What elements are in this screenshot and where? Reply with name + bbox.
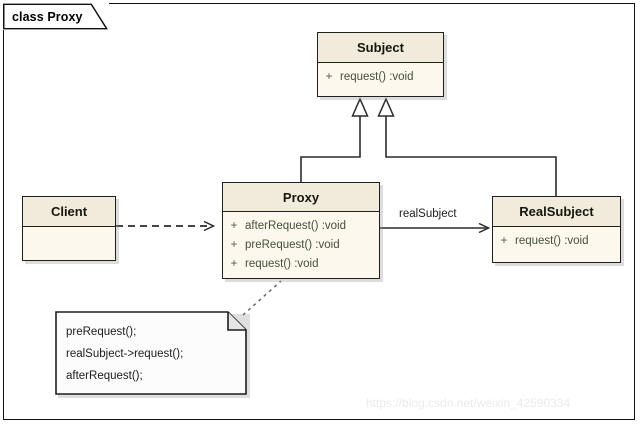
class-box-realsubject[interactable]: RealSubject + request() :void [492, 196, 621, 263]
watermark-text: https://blog.csdn.net/weixin_42590334 [366, 396, 571, 410]
class-members-realsubject: + request() :void [493, 227, 620, 262]
note-shape [55, 311, 247, 395]
member-visibility: + [230, 220, 238, 232]
member-visibility: + [500, 235, 508, 247]
member-signature: request() :void [515, 235, 589, 247]
class-name-realsubject: RealSubject [493, 197, 620, 227]
class-members-proxy: + afterRequest() :void + preRequest() :v… [223, 212, 379, 278]
uml-note[interactable]: preRequest(); realSubject->request(); af… [55, 311, 250, 398]
note-line: realSubject->request(); [66, 348, 184, 360]
note-text: preRequest(); realSubject->request(); af… [55, 311, 247, 395]
class-members-client [23, 227, 115, 260]
member-visibility: + [325, 71, 333, 83]
class-member: + request() :void [318, 68, 443, 87]
class-name-proxy: Proxy [223, 183, 379, 212]
member-visibility: + [230, 258, 238, 270]
class-member: + preRequest() :void [223, 236, 379, 255]
frame-label-tab: class Proxy [3, 3, 109, 30]
class-name-client: Client [23, 197, 115, 227]
note-line: afterRequest(); [66, 370, 143, 382]
frame-tab-shape [3, 3, 108, 30]
member-signature: preRequest() :void [245, 239, 340, 251]
member-signature: request() :void [340, 71, 414, 83]
association-label-realsubject: realSubject [399, 208, 457, 220]
member-signature: request() :void [245, 258, 319, 270]
frame-label-text: class Proxy [12, 9, 83, 24]
class-name-subject: Subject [318, 33, 443, 63]
member-visibility: + [230, 239, 238, 251]
member-signature: afterRequest() :void [245, 220, 346, 232]
class-members-subject: + request() :void [318, 63, 443, 96]
class-box-subject[interactable]: Subject + request() :void [317, 32, 444, 97]
class-member: + request() :void [493, 232, 620, 251]
class-box-client[interactable]: Client [22, 196, 116, 261]
note-line: preRequest(); [66, 326, 137, 338]
class-box-proxy[interactable]: Proxy + afterRequest() :void + preReques… [222, 182, 380, 279]
class-member: + afterRequest() :void [223, 217, 379, 236]
class-member: + request() :void [223, 255, 379, 274]
